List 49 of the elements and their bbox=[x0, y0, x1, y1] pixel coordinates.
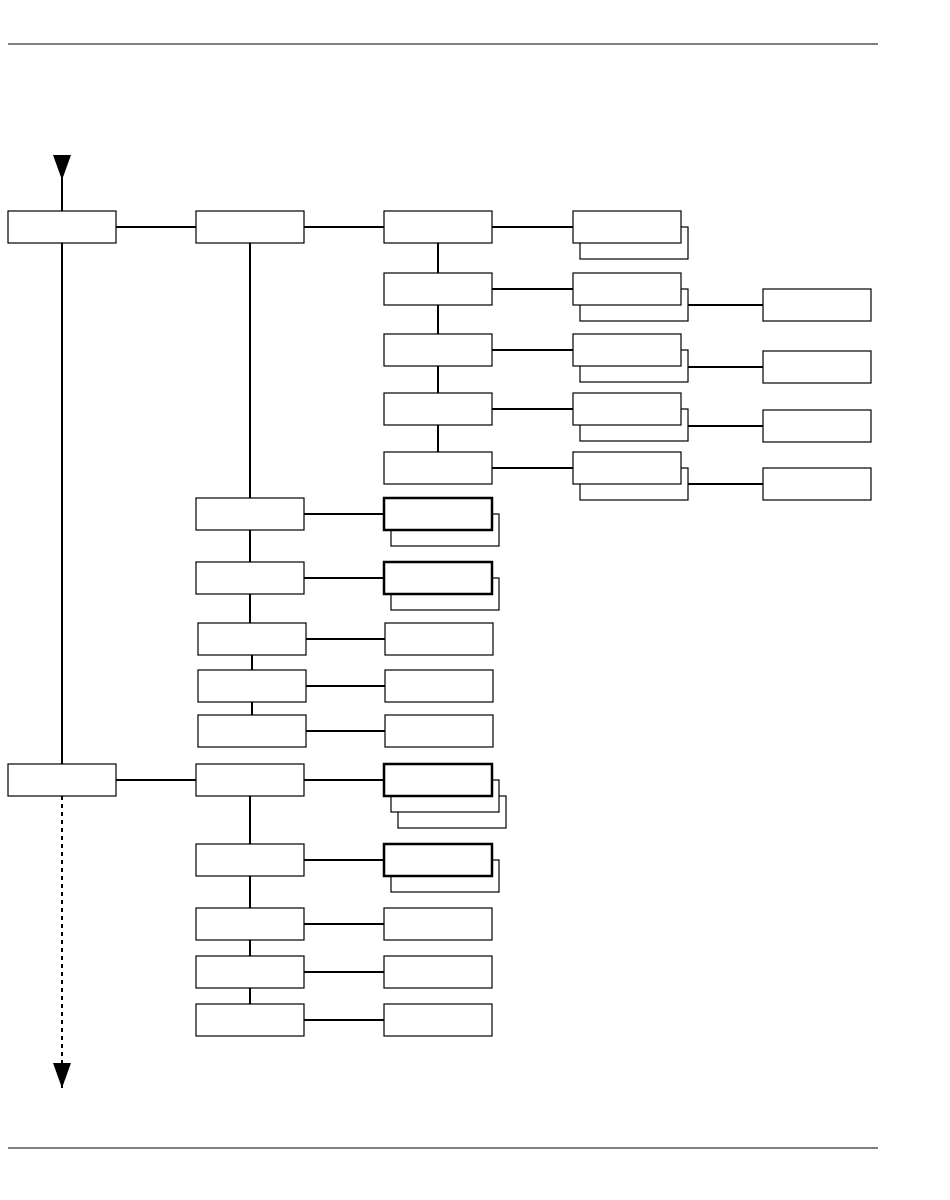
menu-box bbox=[762, 288, 872, 322]
menu-box bbox=[762, 350, 872, 384]
menu-box bbox=[383, 955, 493, 989]
menu-box bbox=[195, 1003, 305, 1037]
menu-box bbox=[383, 451, 493, 485]
menu-box bbox=[7, 210, 117, 244]
menu-box bbox=[383, 333, 493, 367]
menu-box bbox=[197, 669, 307, 703]
menu-box bbox=[195, 561, 305, 595]
menu-box bbox=[195, 843, 305, 877]
menu-box bbox=[383, 1003, 493, 1037]
connector-line bbox=[249, 875, 251, 909]
connector-line bbox=[249, 529, 251, 563]
menu-box bbox=[195, 955, 305, 989]
connector-line bbox=[249, 795, 251, 845]
menu-box bbox=[195, 763, 305, 797]
stacked-menu-box bbox=[572, 210, 689, 260]
stacked-menu-box bbox=[572, 451, 689, 501]
stacked-menu-box bbox=[383, 497, 500, 547]
menu-box bbox=[384, 622, 494, 656]
connector-line bbox=[437, 365, 439, 394]
stacked-menu-box bbox=[383, 561, 500, 611]
connector-line bbox=[437, 242, 439, 274]
menu-box bbox=[383, 392, 493, 426]
arrow bbox=[53, 154, 71, 212]
menu-box bbox=[383, 210, 493, 244]
connector-line bbox=[249, 593, 251, 624]
menu-box bbox=[762, 467, 872, 501]
menu-box bbox=[384, 714, 494, 748]
connector-line bbox=[249, 242, 251, 499]
menu-box bbox=[195, 210, 305, 244]
connector-line bbox=[437, 424, 439, 453]
menu-box bbox=[195, 497, 305, 531]
stacked-menu-box bbox=[383, 843, 500, 893]
stacked-menu-box bbox=[572, 392, 689, 442]
stacked-menu-box bbox=[383, 763, 507, 829]
stacked-menu-box bbox=[572, 272, 689, 322]
menu-box bbox=[197, 622, 307, 656]
connector-line bbox=[437, 304, 439, 335]
menu-box bbox=[384, 669, 494, 703]
arrow bbox=[53, 795, 71, 1089]
stacked-menu-box bbox=[572, 333, 689, 383]
menu-box bbox=[7, 763, 117, 797]
menu-box bbox=[383, 272, 493, 306]
menu-box bbox=[762, 409, 872, 443]
menu-box bbox=[195, 907, 305, 941]
menu-box bbox=[197, 714, 307, 748]
connector-line bbox=[61, 242, 63, 765]
menu-box bbox=[383, 907, 493, 941]
